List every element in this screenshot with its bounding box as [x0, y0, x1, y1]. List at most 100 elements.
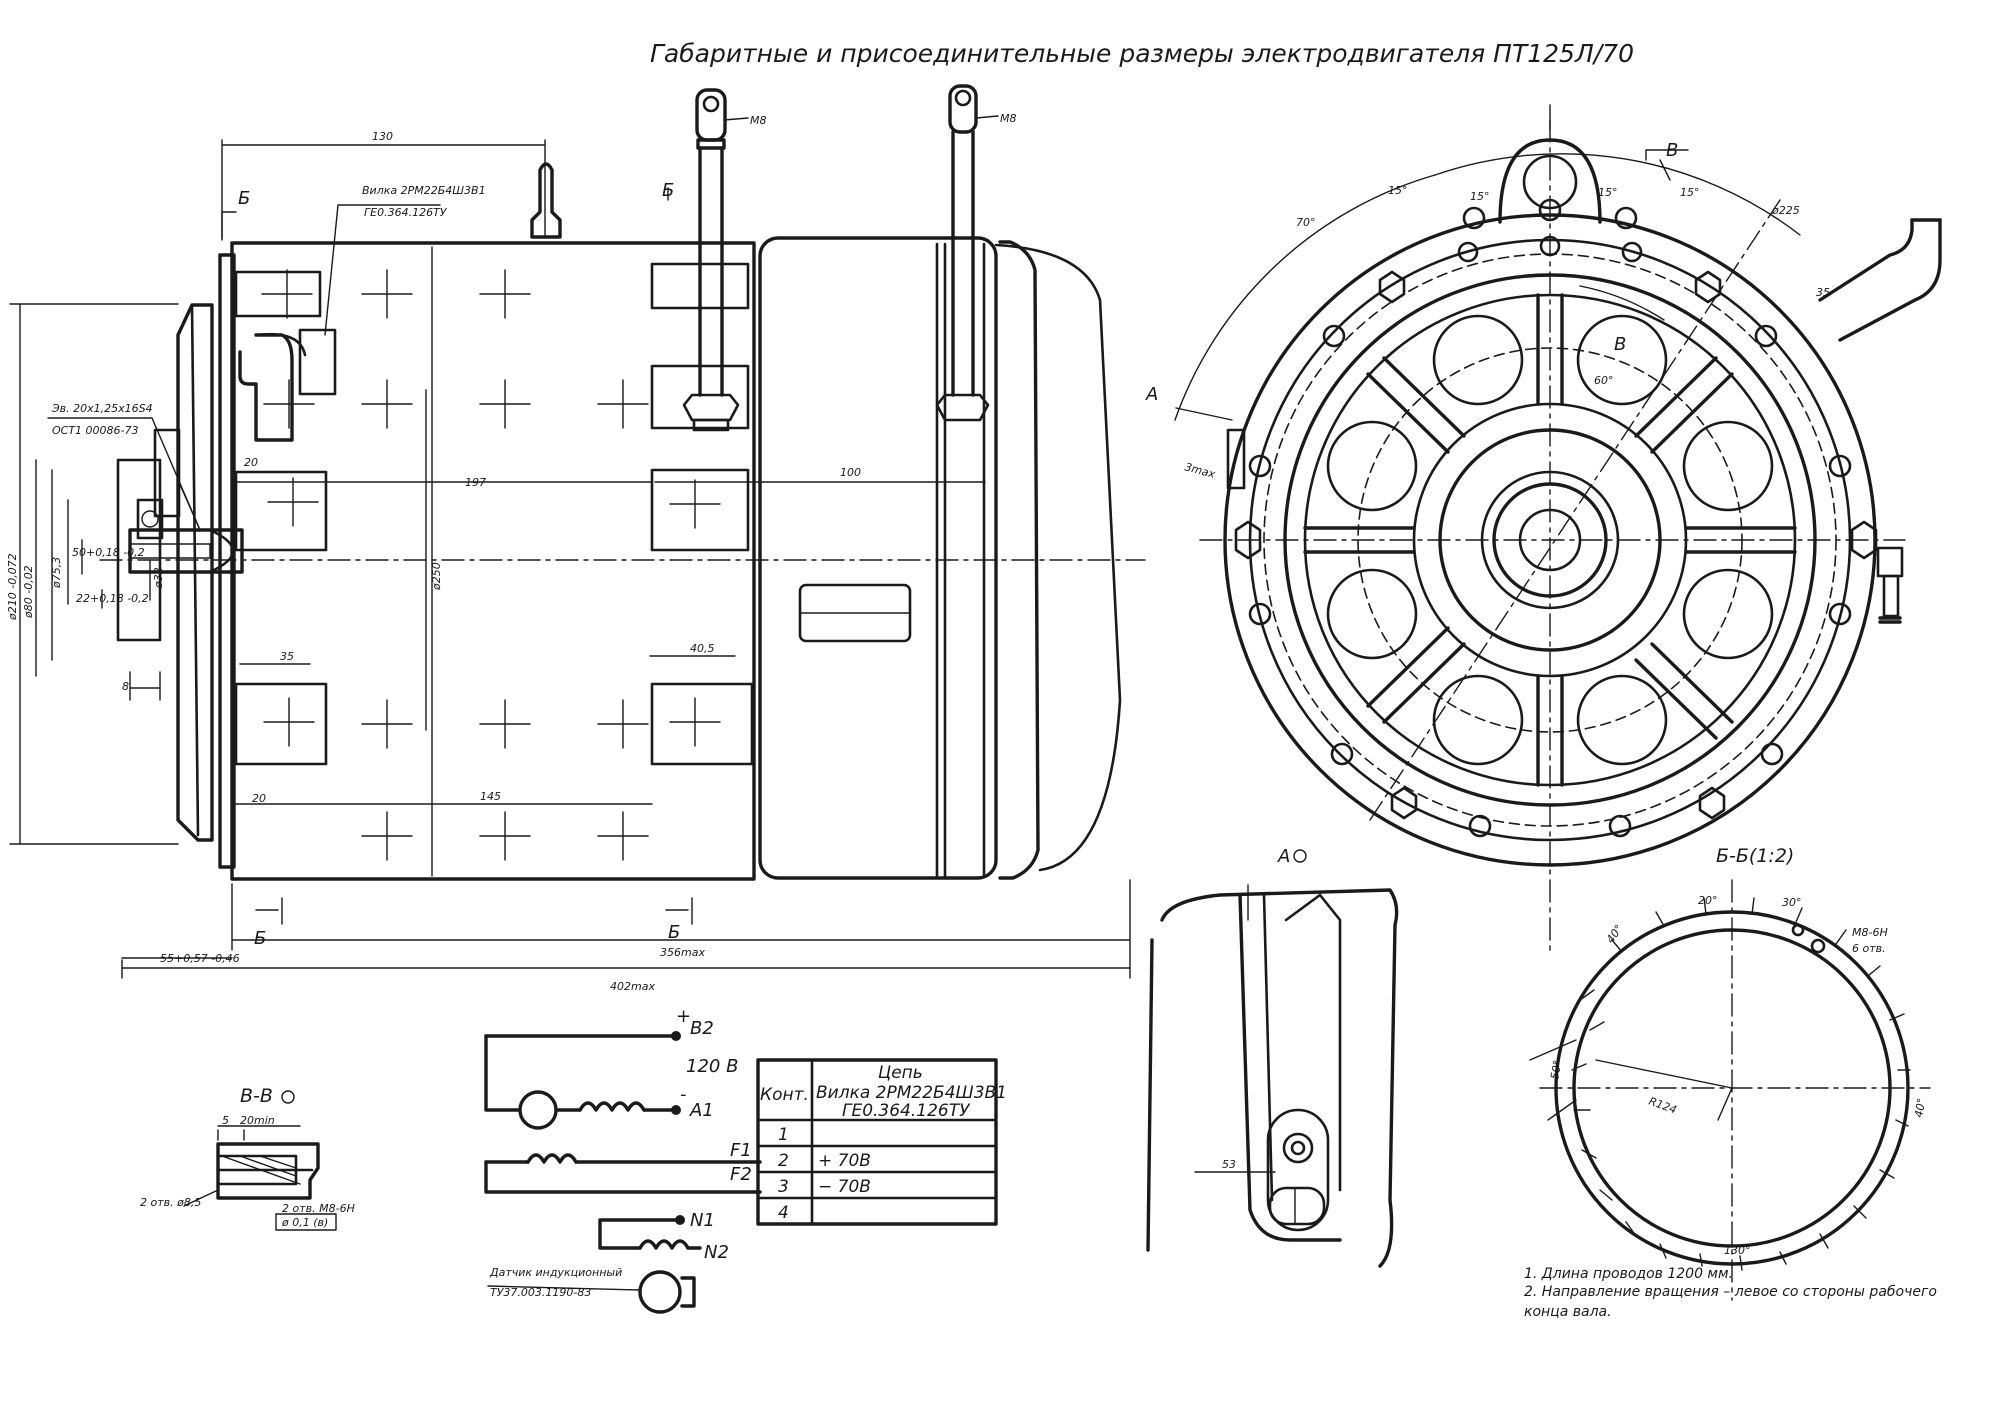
detail-a-label: А [1277, 846, 1290, 867]
note-1: 1. Длина проводов 1200 мм. [1524, 1266, 1733, 1282]
term-a1: A1 [689, 1100, 714, 1121]
term-minus: - [680, 1084, 687, 1105]
dim-250: ø250 [430, 562, 443, 591]
term-f1: F1 [730, 1140, 752, 1161]
notes: 1. Длина проводов 1200 мм. 2. Направлени… [1524, 1266, 1937, 1320]
dim-210: ø210 -0,072 [6, 553, 19, 621]
table-row-2-circuit: + 70В [818, 1151, 871, 1171]
section-mark-b1: Б [238, 188, 250, 209]
detail-a-dim53: 53 [1222, 1158, 1236, 1171]
bb-angle-40a: 40° [1604, 922, 1626, 945]
dim-402: 402max [610, 980, 655, 993]
term-n1: N1 [690, 1210, 715, 1231]
dim-35a: 35 [280, 650, 294, 663]
mounting-pads-right [650, 262, 754, 766]
section-mark-b4: Б [668, 922, 680, 943]
end-view-ribs [1303, 293, 1797, 787]
bolt-circle-dim: ø225 [1771, 204, 1800, 217]
cable-right [935, 84, 999, 422]
dim-20a: 20 [244, 456, 258, 469]
end-angle-15d: 15° [1680, 186, 1700, 199]
dim-130: 130 [372, 130, 393, 143]
shaft [128, 528, 244, 574]
section-vv-label: В-В [240, 1085, 273, 1107]
front-flange [218, 253, 236, 869]
dim-80: ø80 -0,02 [22, 565, 35, 619]
detail-a: А 53 [1146, 846, 1399, 1268]
callout-a: А [1145, 384, 1158, 405]
section-vv: В-В 5 20min 2 отв. ø8,5 2 отв. M8-6H ø 0… [140, 1085, 355, 1231]
connector-plug [238, 333, 294, 442]
dimension-lines [9, 139, 1131, 979]
spline-callout-2: ОСТ1 00086-73 [52, 424, 139, 437]
table-row-2-num: 2 [778, 1151, 789, 1171]
section-mark-v1: В [1666, 140, 1678, 161]
dim-32: ø32 [152, 567, 165, 589]
table-header-spec: ГЕ0.364.126ТУ [842, 1101, 971, 1121]
terminal-size-right: M8 [1000, 112, 1017, 125]
sensor-label-2: ТУ37.003.1190-83 [490, 1286, 591, 1299]
vv-thread-2: ø 0,1 (в) [281, 1216, 328, 1229]
bb-thread-1: M8-6H [1852, 926, 1888, 939]
term-plus: + [676, 1006, 691, 1027]
voltage-label: 120 В [686, 1056, 738, 1077]
end-angle-15b: 15° [1470, 190, 1490, 203]
term-f2: F2 [730, 1164, 752, 1185]
end-angle-15a: 15° [1388, 184, 1408, 197]
vv-hole-note: 2 отв. ø8,5 [140, 1196, 201, 1209]
section-bb: Б-Б(1:2) 20° 30° 40° 50° 40° 130° M8-6H … [1529, 845, 1931, 1301]
lifting-lug [530, 162, 562, 239]
cross-markers [261, 269, 721, 861]
term-b2: B2 [690, 1018, 714, 1039]
dim-8: 8 [122, 680, 129, 693]
mounting-pads-left [234, 270, 328, 766]
dim-100: 100 [840, 466, 861, 479]
dim-75: ø75,3 [50, 557, 63, 589]
dim-55: 55+0,57 -0,46 [160, 952, 240, 965]
table-row-3-circuit: − 70В [818, 1177, 871, 1197]
end-angle-60: 60° [1594, 374, 1614, 387]
dim-22h: 22+0,18 -0,2 [76, 592, 149, 605]
terminal-size-left: M8 [750, 114, 767, 127]
end-angle-70: 70° [1296, 216, 1316, 229]
motor-end-view: 15° 15° 15° 15° 70° 60° ø225 35 В В А 3m… [1145, 104, 1942, 951]
bb-angle-40b: 40° [1912, 1097, 1928, 1118]
sensor-label-1: Датчик индукционный [489, 1266, 622, 1279]
dim-40-5: 40,5 [690, 642, 715, 655]
table-header-plug: Вилка 2РМ22Б4Ш3В1 [816, 1083, 1007, 1103]
bb-angle-50: 50° [1548, 1059, 1564, 1080]
end-ring [758, 236, 998, 880]
dim-145: 145 [480, 790, 501, 803]
contact-table: Конт. Цепь Вилка 2РМ22Б4Ш3В1 ГЕ0.364.126… [756, 1058, 1007, 1226]
plug-callout-2: ГЕ0.364.126ТУ [364, 206, 448, 219]
side-terminal [1876, 546, 1904, 624]
vv-thread-1: 2 отв. M8-6H [282, 1202, 355, 1215]
end-dim-35: 35 [1816, 286, 1830, 299]
drawing-title: Габаритные и присоединительные размеры э… [650, 39, 1634, 68]
bearing [116, 458, 162, 642]
bb-thread-2: 6 отв. [1852, 942, 1886, 955]
end-angle-15c: 15° [1598, 186, 1618, 199]
term-n2: N2 [704, 1242, 729, 1263]
table-row-3-num: 3 [778, 1177, 789, 1197]
motor-side-view: M8 M8 Б Б Б Б Вилка 2РМ22Б4Ш3В1 ГЕ0.364.… [6, 84, 1146, 993]
bb-angle-30: 30° [1782, 896, 1802, 909]
section-mark-v2: В [1614, 334, 1626, 355]
motor-body [230, 241, 756, 881]
dim-20b: 20 [252, 792, 266, 805]
vv-dim-20: 20min [240, 1114, 275, 1127]
section-bb-label: Б-Б(1:2) [1716, 845, 1794, 867]
bb-angle-20: 20° [1698, 894, 1718, 907]
table-row-4-num: 4 [778, 1203, 789, 1223]
table-header-contact: Конт. [760, 1085, 809, 1105]
dim-356: 356max [660, 946, 705, 959]
dim-197: 197 [465, 476, 486, 489]
bolt-holes [1248, 198, 1852, 838]
spline-callout-1: Эв. 20х1,25х16S4 [51, 402, 153, 415]
section-mark-b2: Б [662, 180, 674, 201]
bb-radius: R124 [1647, 1095, 1678, 1117]
dim-50: 50+0,18 -0,2 [72, 546, 145, 559]
table-header-circuit: Цепь [878, 1063, 923, 1083]
note-2: 2. Направление вращения – левое со сторо… [1524, 1284, 1937, 1300]
